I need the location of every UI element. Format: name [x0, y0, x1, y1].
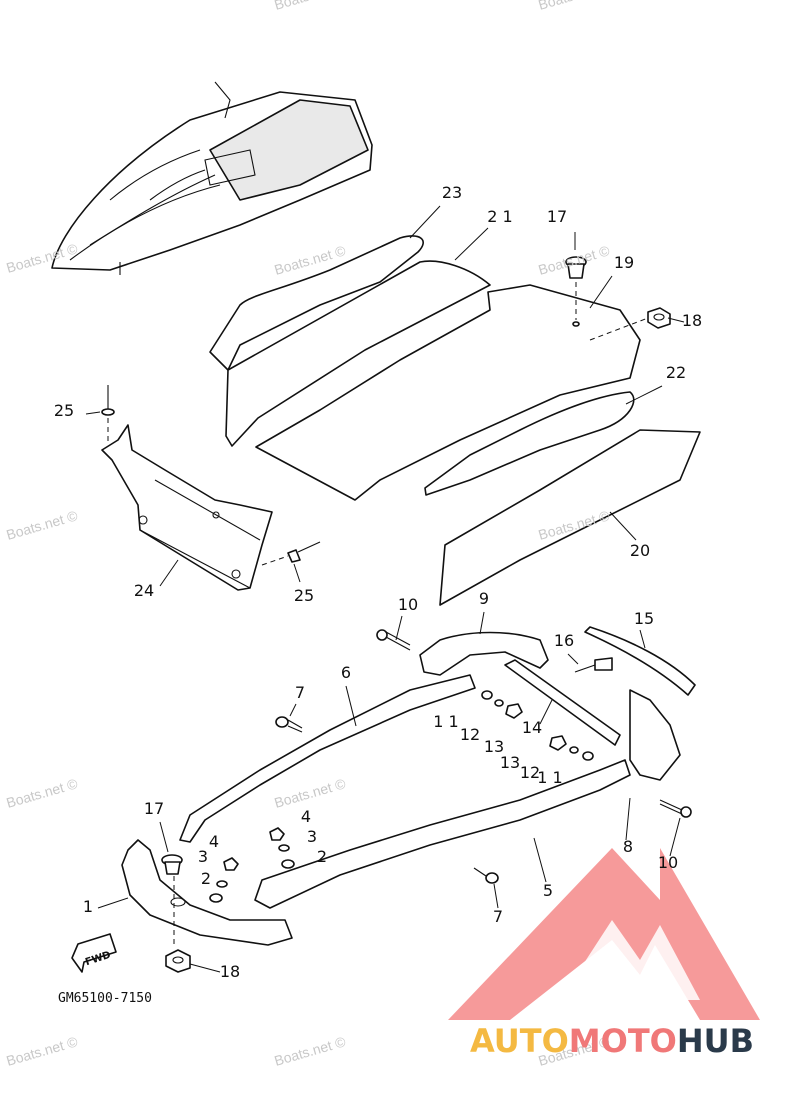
watermark-w1: Boats.net ©: [4, 240, 80, 276]
callout-c18a: 18: [682, 311, 702, 330]
screw-7-top: [275, 716, 303, 733]
callout-c10b: 10: [658, 853, 678, 872]
bolt-10-bottom: [659, 799, 692, 818]
callout-c17a: 17: [547, 207, 567, 226]
gunwale-5: [254, 759, 631, 909]
watermark-w8: Boats.net ©: [4, 1033, 80, 1069]
callout-c16: 16: [554, 631, 574, 650]
brand-auto: AUTO: [470, 1022, 569, 1060]
bolt-10-top: [376, 629, 411, 651]
callout-c7a: 7: [295, 683, 305, 702]
automotohub-logo: [448, 848, 760, 1020]
diagram-code: GM65100-7150: [58, 991, 152, 1006]
watermark-w6: Boats.net ©: [4, 775, 80, 811]
mat-22: [424, 391, 635, 496]
mat-19: [255, 284, 641, 501]
callout-c22: 22: [666, 363, 686, 382]
fwd-arrow: [71, 933, 117, 973]
callout-c10a: 10: [398, 595, 418, 614]
callout-c23: 23: [442, 183, 462, 202]
mat-23: [209, 235, 424, 371]
callout-c2b: 2: [201, 869, 211, 888]
watermark-w9: Boats.net ©: [272, 1033, 348, 1069]
grommet-17-front: [161, 854, 186, 944]
callout-c7b: 7: [493, 907, 503, 926]
grommet-17-top: [565, 256, 587, 327]
callout-c21: 2 1: [487, 207, 512, 226]
callout-c17b: 17: [144, 799, 164, 818]
callout-c13b: 13: [500, 753, 520, 772]
bracket-8: [629, 689, 681, 781]
callout-c12b: 12: [520, 763, 540, 782]
bracket-9: [419, 631, 549, 676]
callout-c1: 1: [83, 897, 93, 916]
rivet-25-top: [101, 385, 115, 445]
mat-21: [225, 260, 491, 447]
callout-c25a: 25: [54, 401, 74, 420]
callout-c20: 20: [630, 541, 650, 560]
callout-c4b: 4: [301, 807, 311, 826]
bumper-1: [121, 839, 293, 946]
watercraft-overview: [51, 81, 373, 275]
watermark-w11: Boats.net ©: [272, 0, 348, 13]
watermark-w12: Boats.net ©: [536, 0, 612, 13]
callout-c18b: 18: [220, 962, 240, 981]
leader-lines: [85, 205, 685, 973]
callout-c19: 19: [614, 253, 634, 272]
callout-c8: 8: [623, 837, 633, 856]
callout-c14: 14: [522, 718, 542, 737]
callout-c25b: 25: [294, 586, 314, 605]
callout-c12a: 12: [460, 725, 480, 744]
callout-c2a: 2: [317, 847, 327, 866]
strip-15: [584, 626, 696, 696]
brand-moto: MOTO: [569, 1022, 677, 1060]
watermark-w7: Boats.net ©: [272, 775, 348, 811]
callout-c15: 15: [634, 609, 654, 628]
callout-c13a: 13: [484, 737, 504, 756]
callout-c11b: 1 1: [537, 768, 562, 787]
callout-c5: 5: [543, 881, 553, 900]
screw-7-bottom: [473, 867, 499, 884]
fasteners-group-top: [481, 690, 594, 761]
gunwale-6: [179, 674, 476, 843]
bracket-24: [101, 424, 273, 591]
callout-c3b: 3: [198, 847, 208, 866]
fasteners-group-front: [209, 827, 295, 903]
brand-hub: HUB: [677, 1022, 754, 1060]
callout-c6: 6: [341, 663, 351, 682]
callout-c9: 9: [479, 589, 489, 608]
nut-18-top: [589, 307, 671, 341]
callout-c11a: 1 1: [433, 712, 458, 731]
callout-c4a: 4: [209, 832, 219, 851]
callout-c24: 24: [134, 581, 154, 600]
nut-18-front: [165, 949, 191, 973]
rivet-16: [574, 657, 613, 673]
mat-20: [439, 429, 701, 606]
rivet-25-right: [261, 541, 321, 566]
watermark-w4: Boats.net ©: [4, 507, 80, 543]
callout-c3a: 3: [307, 827, 317, 846]
brand-text: AUTOMOTOHUB: [470, 1022, 754, 1060]
rail-14: [504, 659, 621, 746]
